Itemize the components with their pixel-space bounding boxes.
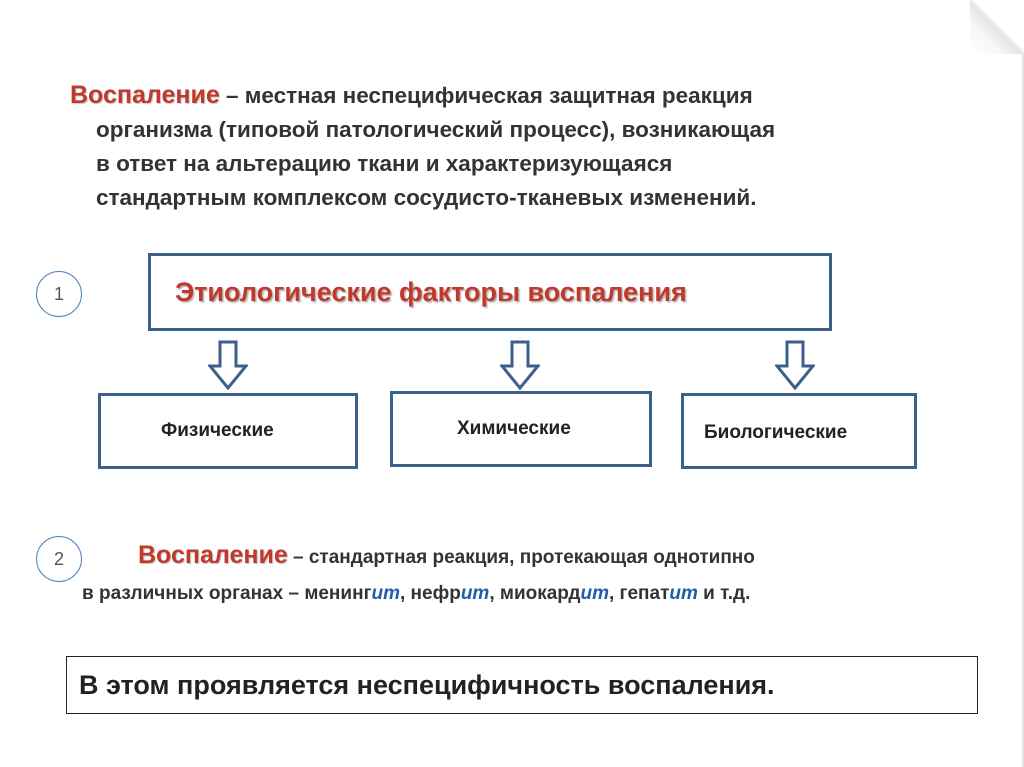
section-number-2: 2: [36, 536, 82, 582]
suffix-it: ит: [669, 583, 698, 604]
etiology-title-box: Этиологические факторы воспаления: [148, 253, 832, 331]
category-label: Биологические: [704, 422, 848, 443]
section2-paragraph: Воспаление – стандартная реакция, протек…: [82, 537, 1012, 612]
down-arrow-icon: [775, 340, 815, 390]
definition-line-3: в ответ на альтерацию ткани и характериз…: [96, 151, 673, 176]
definition-line-4: стандартным комплексом сосудисто-тканевы…: [96, 185, 757, 210]
organ-text: , гепат: [609, 583, 670, 604]
organ-text: , нефр: [399, 583, 461, 604]
page-curl: [970, 0, 1024, 54]
organ-text: в различных органах – менинг: [82, 583, 372, 604]
category-label: Физические: [161, 420, 274, 441]
down-arrow-icon: [208, 340, 248, 390]
organ-text: и т.д.: [697, 583, 751, 604]
category-box-physical: Физические: [98, 393, 358, 469]
section2-line-1: – стандартная реакция, протекающая однот…: [287, 547, 755, 568]
definition-line-1: – местная неспецифическая защитная реакц…: [219, 83, 753, 108]
conclusion-text: В этом проявляется неспецифичность воспа…: [79, 669, 775, 700]
suffix-it: ит: [460, 583, 490, 604]
down-arrow-icon: [500, 340, 540, 390]
section-number-1: 1: [36, 271, 82, 317]
organ-text: , миокард: [489, 583, 581, 604]
section2-line-2: в различных органах – менингит, нефрит, …: [82, 576, 1012, 612]
section2-term: Воспаление: [138, 541, 288, 569]
definition-paragraph: Воспаление – местная неспецифическая защ…: [70, 78, 970, 215]
definition-line-2: организма (типовой патологический процес…: [96, 117, 776, 142]
slide-edge: [1022, 0, 1024, 767]
category-box-chemical: Химические: [390, 391, 652, 467]
definition-term: Воспаление: [70, 81, 220, 109]
suffix-it: ит: [371, 583, 400, 604]
category-label: Химические: [457, 418, 571, 439]
etiology-title: Этиологические факторы воспаления: [175, 276, 687, 307]
conclusion-box: В этом проявляется неспецифичность воспа…: [66, 656, 978, 714]
suffix-it: ит: [580, 583, 610, 604]
category-box-biological: Биологические: [681, 393, 917, 469]
